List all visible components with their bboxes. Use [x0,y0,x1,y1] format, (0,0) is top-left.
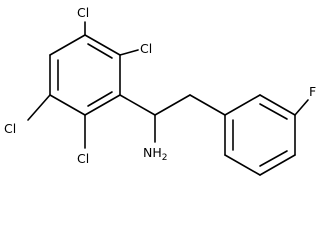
ring-bond [224,94,261,116]
tetrachlorophenyl-ring [49,34,121,116]
cl-bottom-label: Cl [77,151,89,166]
cl-top-label: Cl [77,5,89,20]
ring-bond [224,154,261,176]
ring-bond [84,94,121,116]
ch-to-ch2-bond [154,94,191,116]
cl-upper-right-bond [119,49,139,56]
cl-upper-right-label: Cl [140,41,152,56]
ring-double-bond [259,103,288,120]
molecule-diagram: Cl Cl Cl Cl NH2 F [4,5,316,176]
ring-double-bond [87,43,113,59]
cl-left-label: Cl [4,121,16,136]
fluorine-label: F [309,84,316,99]
ring-bond [259,154,296,176]
fluorine-bond [294,99,309,116]
fluorophenyl-ring [224,94,296,176]
ring-bond [84,34,121,56]
ring-bond [259,94,296,116]
ring-bond [49,94,86,116]
amine-subscript: 2 [162,153,168,163]
ring-to-ch-bond [119,94,156,116]
amine-label: NH2 [143,145,167,163]
cl-left-bond [27,94,51,121]
amine-nh: NH [143,145,162,160]
ch2-to-ring-bond [189,94,226,116]
ring-bond [49,34,86,56]
ring-double-bond [259,150,288,167]
ring-double-bond [87,91,113,107]
